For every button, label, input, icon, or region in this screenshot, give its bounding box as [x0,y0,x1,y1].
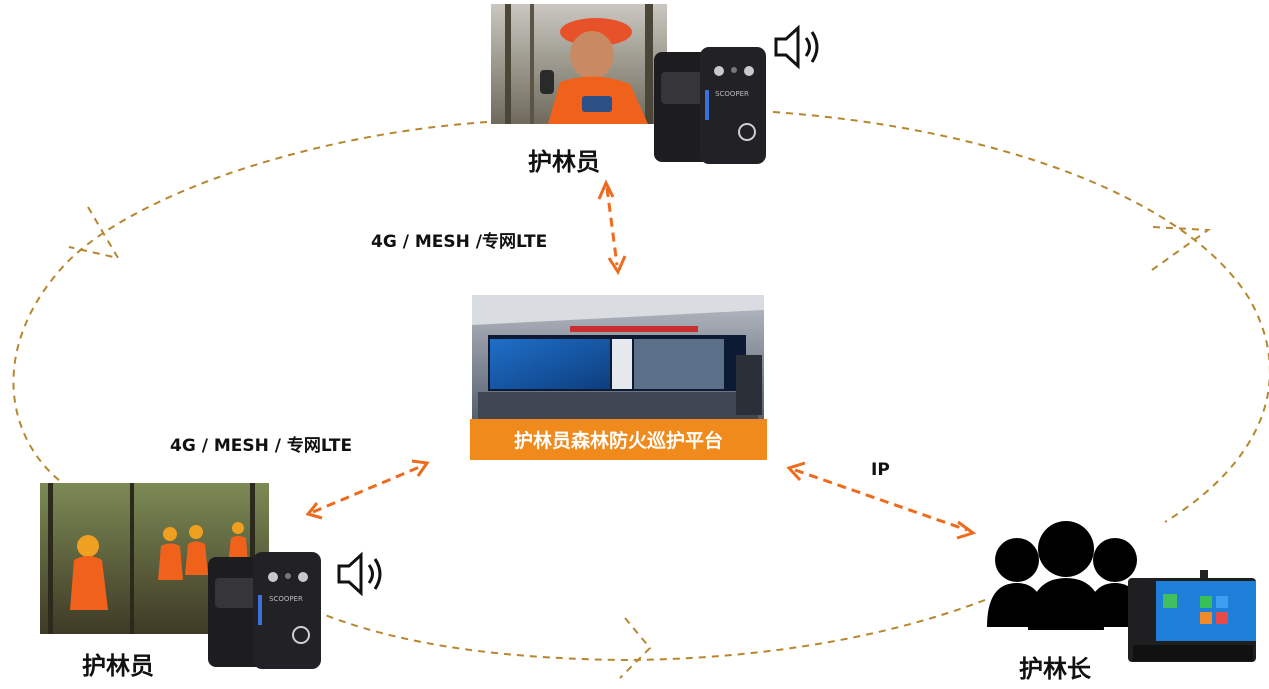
speaker-icon [774,24,819,70]
platform-label: 护林员森林防火巡护平台 [470,419,767,460]
ranger-top-label: 护林员 [528,148,600,176]
dashed-ring [12,111,1269,679]
body-camera-top [654,47,766,164]
arrow-heads [305,179,977,540]
ranger-left-label: 护林员 [82,652,154,680]
video-terminal-icon [1128,570,1256,662]
people-group-icon [987,521,1143,630]
platform-photo [472,295,764,420]
link-arrows [312,187,968,532]
camera-brand-left: SCOOPER [269,595,303,603]
link-top-label: 4G / MESH /专网LTE [371,232,548,252]
body-camera-left [208,552,321,669]
camera-brand-top: SCOOPER [715,90,749,98]
link-ip-label: IP [871,460,890,480]
speaker-icon [337,551,382,597]
ranger-top-photo [491,4,667,124]
link-left-label: 4G / MESH / 专网LTE [170,436,353,456]
chief-label: 护林长 [1019,655,1091,683]
